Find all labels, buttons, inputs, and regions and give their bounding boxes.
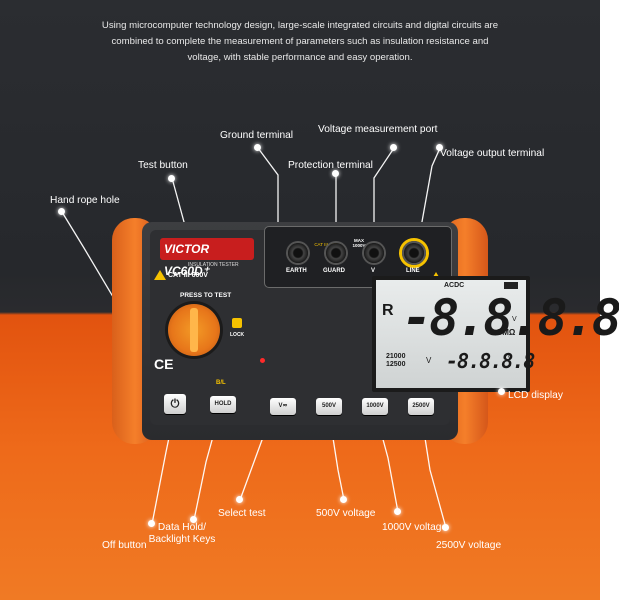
max-line-1: MAX (354, 238, 364, 243)
dot-lcd (498, 388, 505, 395)
dot-1000 (394, 508, 401, 515)
lcd-range-top: 21000 (386, 353, 406, 360)
press-to-test-label: PRESS TO TEST (180, 292, 232, 299)
label-lcd-display: LCD display (508, 390, 563, 401)
v-label: V (371, 268, 376, 274)
500v-button[interactable]: 500V (316, 398, 342, 415)
test-knob[interactable] (168, 304, 220, 356)
dot-hold (190, 516, 197, 523)
1000v-button[interactable]: 1000V (362, 398, 388, 415)
cat-rating: CAT III 600V (168, 272, 208, 279)
warning-triangle-icon (154, 270, 166, 280)
backlight-label: B/L (216, 380, 226, 386)
dot-test-button (168, 175, 175, 182)
device-subtitle: INSULATION TESTER (188, 262, 239, 268)
label-data-hold-line2: Backlight Keys (148, 534, 216, 545)
lock-icon (232, 318, 242, 328)
label-protection-terminal: Protection terminal (288, 160, 373, 171)
lcd-r-symbol: R (382, 302, 394, 319)
lcd-sub-v: V (508, 356, 513, 362)
lcd-main-digits: -8.8.8.8 (402, 289, 619, 347)
intro-line-3: voltage, with stable performance and eas… (187, 52, 413, 63)
dot-500 (340, 496, 347, 503)
line-voltage-output (417, 147, 441, 245)
label-500v: 500V voltage (316, 508, 376, 519)
dot-2500 (442, 524, 449, 531)
terminal-cat-label: CAT III 600V (314, 242, 340, 247)
lock-label: LOCK (230, 332, 245, 338)
dot-hand-rope (58, 208, 65, 215)
label-data-hold: Data Hold/ Backlight Keys (144, 522, 220, 546)
line-terminal-ring (399, 238, 429, 268)
dot-off (148, 520, 155, 527)
dot-voltage-port (390, 144, 397, 151)
2500v-button[interactable]: 2500V (408, 398, 434, 415)
label-select-test: Select test (218, 508, 266, 519)
dot-protection (332, 170, 339, 177)
dot-ground (254, 144, 261, 151)
lcd-unit: GMΩ (496, 328, 516, 337)
dot-voltage-output (436, 144, 443, 151)
lcd-acdc: ACDC (444, 282, 465, 289)
dot-select (236, 496, 243, 503)
lcd-range: 21000 12500 (386, 353, 405, 369)
intro-line-1: Using microcomputer technology design, l… (101, 20, 499, 31)
lcd-range-v: V (426, 356, 432, 365)
max-line-2: 1000V (352, 243, 366, 248)
label-hand-rope-hole: Hand rope hole (50, 195, 120, 206)
label-off-button: Off button (102, 540, 147, 551)
label-ground-terminal: Ground terminal (220, 130, 294, 141)
indicator-led (260, 358, 265, 363)
battery-icon (504, 282, 518, 289)
guard-terminal[interactable] (326, 243, 346, 263)
earth-label: EARTH (286, 268, 307, 274)
ce-mark: CE (154, 356, 174, 372)
power-button[interactable]: ⏻ (164, 394, 186, 414)
intro-line-2: combined to complete the measurement of … (111, 36, 489, 47)
lcd-sub-digits: -8.8.8.8 (446, 349, 535, 373)
guard-label: GUARD (323, 268, 345, 274)
v-select-button[interactable]: V≂ (270, 398, 296, 415)
intro-text: Using microcomputer technology design, l… (60, 18, 540, 66)
label-test-button: Test button (138, 160, 188, 171)
label-2500v: 2500V voltage (436, 540, 502, 551)
brand-logo: VICTOR VC60D⁺ (160, 238, 254, 278)
lcd-display: ACDC R -8.8.8.8 V GMΩ 21000 12500 V -8.8… (372, 276, 619, 392)
lcd-range-bottom: 12500 (386, 361, 406, 368)
lcd-main-v: V (512, 316, 517, 323)
v-terminal[interactable] (364, 243, 384, 263)
label-data-hold-line1: Data Hold/ (157, 522, 207, 533)
earth-terminal[interactable] (288, 243, 308, 263)
line-terminal[interactable] (404, 243, 424, 263)
label-1000v: 1000V voltage (382, 522, 448, 533)
line-label: LINE (406, 268, 420, 274)
max-voltage-label: MAX 1000V (348, 238, 370, 248)
insulation-tester-device: VICTOR VC60D⁺ INSULATION TESTER CAT III … (112, 218, 619, 444)
hold-button[interactable]: HOLD (210, 396, 236, 413)
label-voltage-measurement-port: Voltage measurement port (318, 124, 438, 135)
label-voltage-output-terminal: Voltage output terminal (440, 148, 545, 159)
